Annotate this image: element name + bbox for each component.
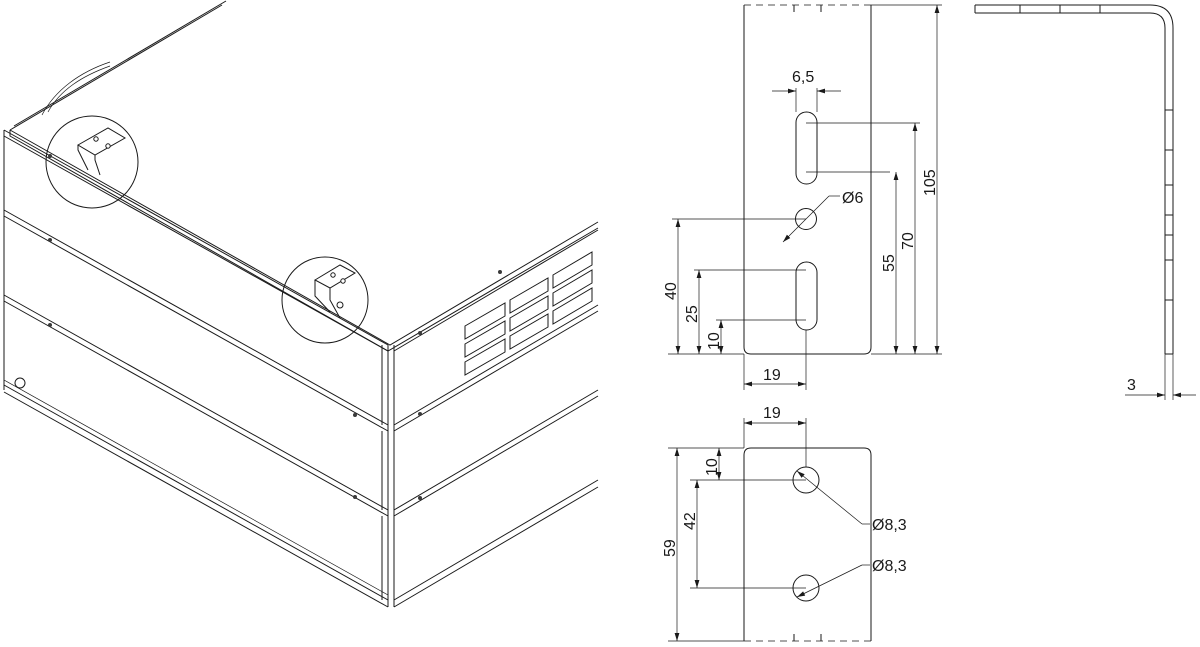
dim-total-height-label: 105 [922, 169, 939, 196]
side-view-bracket: 3 [974, 4, 1196, 400]
dim-10-label: 10 [706, 332, 723, 350]
lower-slot [795, 261, 818, 331]
dim-25-label: 25 [684, 305, 701, 323]
vent-grille [464, 251, 593, 376]
dim-70-label: 70 [900, 232, 917, 250]
isometric-housing-view [3, 0, 599, 608]
front-view-bracket: 6,5 Ø6 105 70 55 40 25 10 [663, 4, 942, 390]
dim-hole1-diameter-label: Ø8,3 [872, 517, 907, 534]
upper-slot [795, 111, 818, 185]
dim-55-label: 55 [881, 254, 898, 272]
dim-42-label: 42 [682, 512, 699, 530]
dim-hole-diameter-label: Ø6 [842, 190, 863, 207]
dim-bottom-width-label: 19 [763, 405, 781, 422]
dim-slot-width-label: 6,5 [792, 69, 814, 86]
housing-sections [3, 129, 599, 608]
dim-hole2-diameter-label: Ø8,3 [872, 558, 907, 575]
detail-circle-bracket-1 [45, 115, 139, 209]
dim-front-width-label: 19 [763, 367, 781, 384]
dim-thickness-label: 3 [1127, 377, 1136, 394]
detail-circle-bracket-2 [281, 256, 369, 344]
bottom-view-bracket: 19 10 42 59 Ø8,3 Ø8,3 [662, 405, 907, 642]
dim-59-label: 59 [662, 539, 679, 557]
dim-40-label: 40 [663, 282, 680, 300]
dim-bottom-10-label: 10 [704, 458, 721, 476]
